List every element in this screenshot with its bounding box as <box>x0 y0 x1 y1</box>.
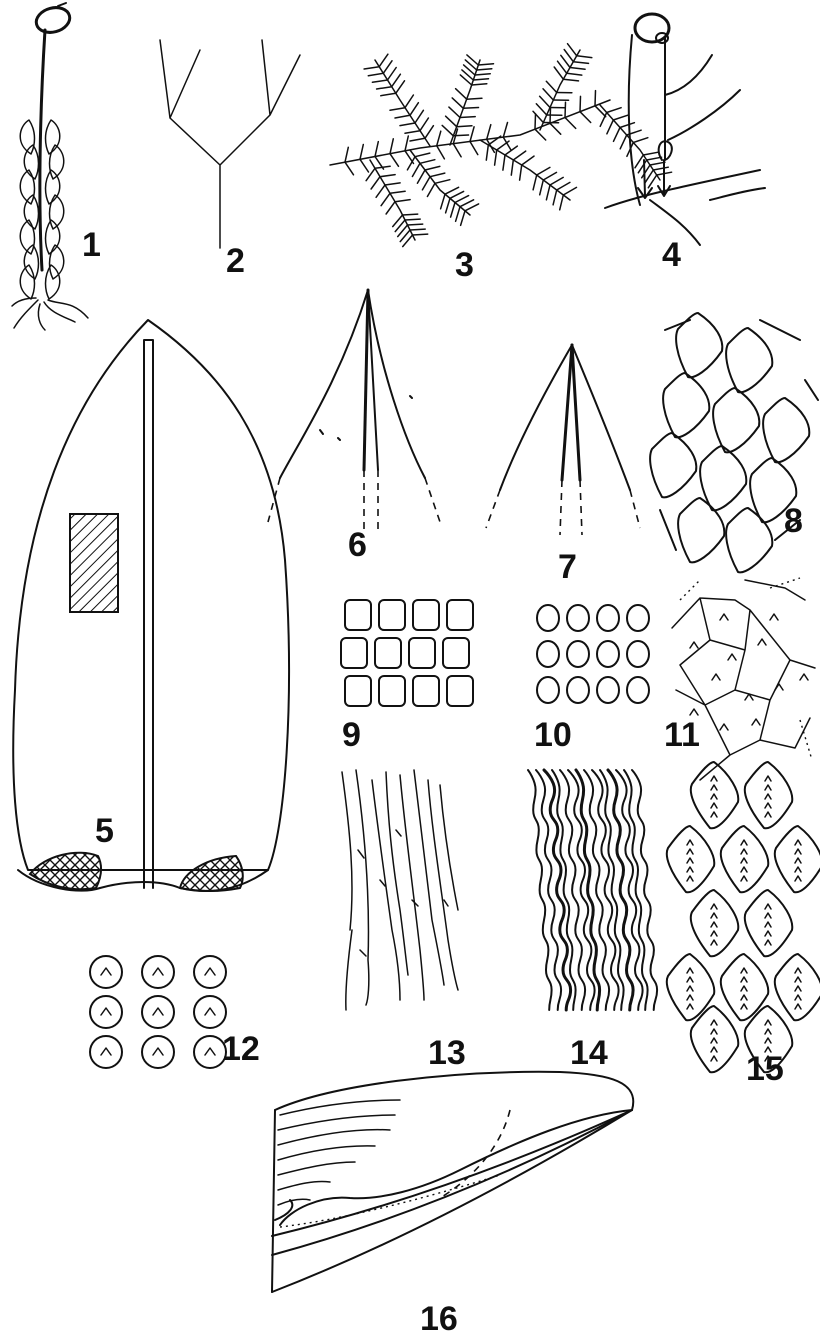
figure-label-5: 5 <box>95 812 114 850</box>
figure-label-3: 3 <box>455 246 474 284</box>
figure-label-2: 2 <box>226 242 245 280</box>
figure-1-moss-plant <box>12 3 88 330</box>
figure-label-14: 14 <box>570 1034 608 1072</box>
figure-13-elongate-cells <box>342 770 458 1010</box>
figure-label-12: 12 <box>222 1030 260 1068</box>
figure-12-papillose-circles <box>90 956 226 1068</box>
figure-2-branching <box>160 40 300 248</box>
figure-10-rounded-cells <box>537 605 649 703</box>
figure-label-6: 6 <box>348 526 367 564</box>
figure-3-pinnate-branches <box>330 44 672 247</box>
figure-6-leaf-apex <box>268 290 440 530</box>
figure-15-papillose-rhomboids <box>667 762 820 1072</box>
figure-label-7: 7 <box>558 548 577 586</box>
figure-label-10: 10 <box>534 716 572 754</box>
figure-label-11: 11 <box>664 716 700 754</box>
figure-9-quadrate-cells <box>341 600 473 706</box>
figure-label-15: 15 <box>746 1050 784 1088</box>
figure-label-13: 13 <box>428 1034 466 1072</box>
figure-label-16: 16 <box>420 1300 458 1336</box>
figure-7-leaf-apex <box>486 345 640 535</box>
figure-label-9: 9 <box>342 716 361 754</box>
figure-5-leaf-outline <box>13 320 289 891</box>
figure-4-lateral-sporophyte <box>605 14 765 245</box>
figure-label-8: 8 <box>784 502 803 540</box>
figure-16-folded-leaf <box>272 1072 633 1292</box>
figure-label-4: 4 <box>662 236 681 274</box>
figure-label-1: 1 <box>82 226 101 264</box>
figure-14-sinuous-cells <box>528 770 657 1010</box>
